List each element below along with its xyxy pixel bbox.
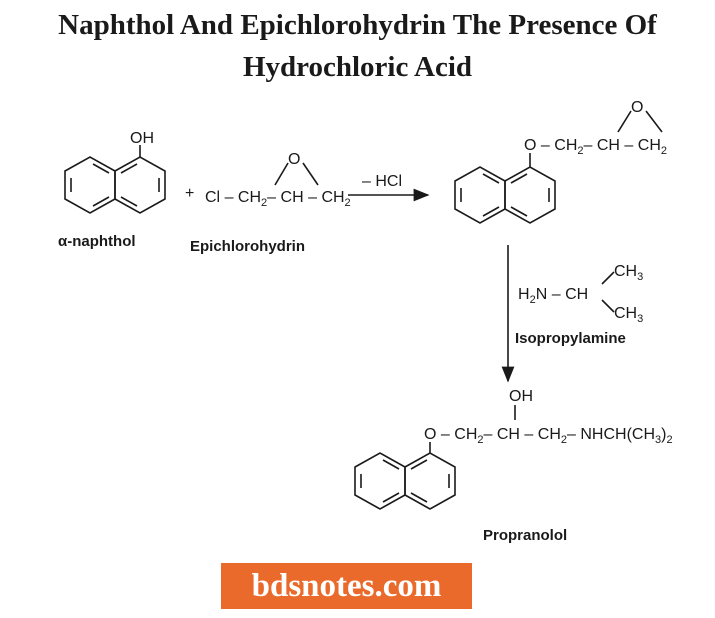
epichlorohydrin-cl: Cl xyxy=(205,189,220,206)
propranolol-ch2-first: CH xyxy=(454,426,477,443)
intermediate-ether-o: O xyxy=(524,137,536,154)
epichlorohydrin-ch2-second: CH xyxy=(321,189,344,206)
propranolol-structure: OH O – CH2– CH – CH2– NHCH(CH3)2 xyxy=(354,388,673,510)
page-title: Naphthol And Epichlorohydrin The Presenc… xyxy=(0,4,715,88)
alpha-naphthol-label: α-naphthol xyxy=(58,233,136,250)
isopropylamine-ch3-bottom: CH xyxy=(614,305,637,322)
svg-text:CH3: CH3 xyxy=(614,305,643,325)
propranolol-oh: OH xyxy=(509,388,533,405)
naphthol-oh-label: OH xyxy=(130,130,154,147)
isopropylamine-h2: H xyxy=(518,286,530,303)
propranolol-ch2-second: CH xyxy=(538,426,561,443)
propranolol-ether-o: O xyxy=(424,426,436,443)
intermediate-structure: O – CH2– CH – CH2 O xyxy=(454,99,667,224)
svg-text:Cl – CH2– CH: Cl – CH2– CH – CH2 xyxy=(205,189,351,209)
intermediate-ch2: CH xyxy=(554,137,577,154)
svg-text:O – CH2– CH: O – CH2– CH – CH2 xyxy=(524,137,667,157)
svg-text:CH3: CH3 xyxy=(614,263,643,283)
epichlorohydrin-ch: CH xyxy=(281,189,304,206)
isopropylamine-label: Isopropylamine xyxy=(515,330,626,347)
intermediate-ch: CH xyxy=(597,137,620,154)
propranolol-amine-group: NHCH(CH xyxy=(580,426,655,443)
propranolol-label: Propranolol xyxy=(483,527,567,544)
isopropylamine-ch: CH xyxy=(565,286,588,303)
reagent-minus-hcl: – HCl xyxy=(362,173,402,190)
brand-watermark[interactable]: bdsnotes.com xyxy=(221,563,472,609)
reaction-arrow-1: – HCl xyxy=(348,173,430,202)
intermediate-ch2-epoxide: CH xyxy=(638,137,661,154)
epichlorohydrin-ch2-first: CH xyxy=(238,189,261,206)
svg-text:H2N – CH: H2N – CH xyxy=(518,286,588,306)
isopropylamine-structure: H2N – CH CH3 CH3 xyxy=(518,263,643,325)
title-line-2: Hydrochloric Acid xyxy=(242,51,473,83)
plus-sign: + xyxy=(185,185,194,202)
intermediate-epoxide-o: O xyxy=(631,99,643,116)
isopropylamine-n: N xyxy=(536,286,548,303)
propranolol-ch: CH xyxy=(497,426,520,443)
isopropylamine-ch3-top: CH xyxy=(614,263,637,280)
epichlorohydrin-label: Epichlorohydrin xyxy=(190,238,305,255)
alpha-naphthol-structure: OH xyxy=(64,130,166,214)
title-line-1: Naphthol And Epichlorohydrin The Presenc… xyxy=(58,9,657,41)
epichlorohydrin-epoxide-o: O xyxy=(288,151,300,168)
svg-text:O – CH2– CH: O – CH2– CH – CH2– NHCH(CH3)2 xyxy=(424,426,673,446)
epichlorohydrin-structure: Cl – CH2– CH – CH2 O xyxy=(205,151,351,209)
